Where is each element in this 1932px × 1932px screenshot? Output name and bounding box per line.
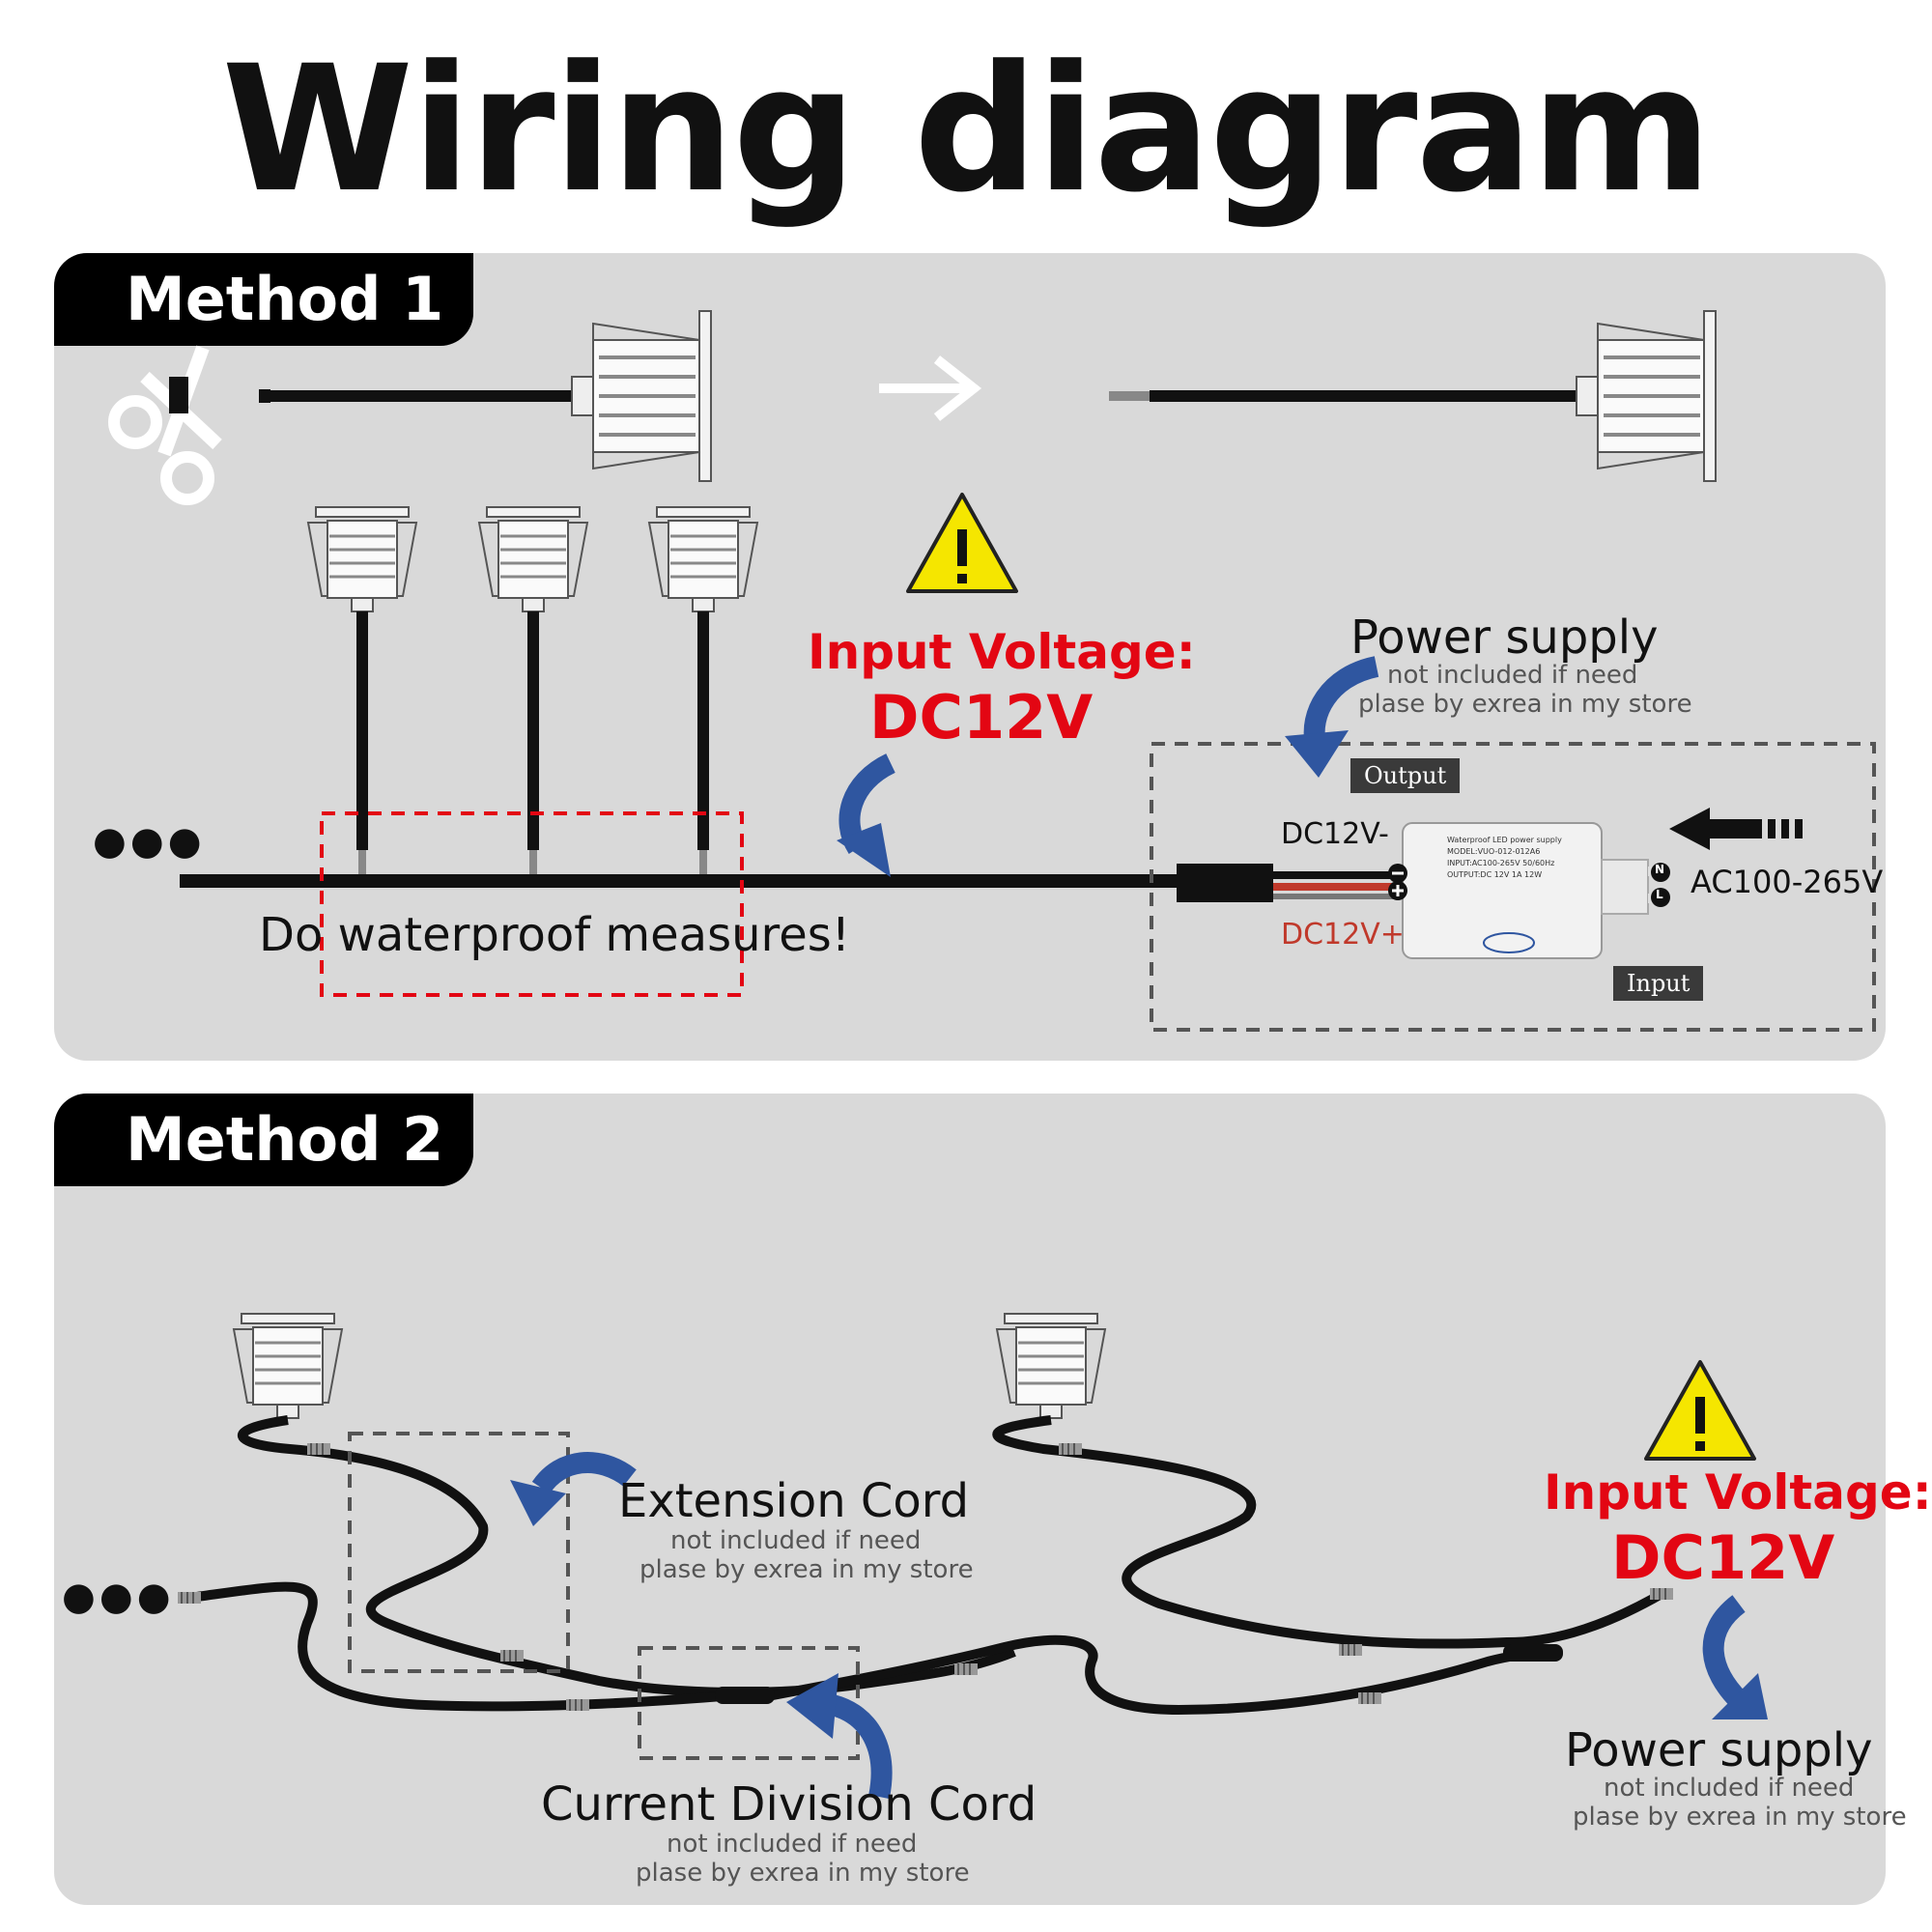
- curved-arrow-icon: [510, 1452, 637, 1526]
- division-note: not included if need: [667, 1830, 918, 1859]
- splitter: [715, 1687, 775, 1704]
- input-tag: Input: [1613, 966, 1704, 1001]
- power-supply-note: not included if need: [1604, 1774, 1855, 1803]
- output-tag: Output: [1350, 758, 1461, 793]
- n-terminal-icon: [1651, 863, 1670, 882]
- extension-note: not included if need: [670, 1526, 922, 1555]
- l-label: L: [1656, 888, 1663, 901]
- input-voltage-label: Input Voltage:: [808, 624, 1196, 680]
- lamp-left-m2: [232, 1312, 344, 1420]
- extension-title: Extension Cord: [618, 1474, 970, 1528]
- extension-note: plase by exrea in my store: [639, 1555, 974, 1584]
- division-note: plase by exrea in my store: [636, 1859, 970, 1888]
- dc-plus-label: DC12V+: [1281, 918, 1405, 952]
- power-supply-note: plase by exrea in my store: [1573, 1803, 1907, 1832]
- left-arrow-icon: [1669, 808, 1803, 850]
- input-voltage-value: DC12V: [869, 682, 1094, 753]
- method-2-panel: [54, 1094, 1886, 1905]
- curved-arrow-icon: [1285, 656, 1379, 778]
- page-title: Wiring diagram: [221, 29, 1712, 231]
- warning-icon: [1644, 1360, 1756, 1461]
- division-title: Current Division Cord: [541, 1777, 1037, 1832]
- input-voltage-value: DC12V: [1611, 1522, 1835, 1593]
- scissors-icon: [108, 345, 222, 505]
- curved-arrow-icon: [786, 1673, 893, 1800]
- dc-connector: [1177, 864, 1273, 902]
- ellipsis: ●●●: [62, 1575, 175, 1619]
- ac-label: AC100-265V: [1690, 864, 1884, 900]
- l-terminal-icon: [1651, 888, 1670, 907]
- ellipsis: ●●●: [93, 819, 206, 864]
- power-supply-note: plase by exrea in my store: [1358, 690, 1692, 719]
- power-supply-title: Power supply: [1350, 611, 1659, 665]
- power-supply-title: Power supply: [1565, 1723, 1873, 1777]
- curved-arrow-icon: [1702, 1595, 1768, 1719]
- lamp-after-cut: [1109, 309, 1718, 483]
- waterproof-label: Do waterproof measures!: [259, 908, 850, 962]
- power-supply-zone: [1150, 742, 1876, 1032]
- right-arrow-icon: [879, 355, 982, 421]
- n-label: N: [1655, 863, 1665, 876]
- lamp-2: [477, 505, 589, 877]
- waterproof-zone: [320, 811, 744, 997]
- power-supply-note: not included if need: [1387, 661, 1638, 690]
- lamp-3: [647, 505, 759, 877]
- lamp-1: [306, 505, 418, 877]
- method-1-tab: Method 1: [54, 253, 473, 346]
- method-2-tab: Method 2: [54, 1094, 473, 1186]
- power-supply-unit: [1388, 822, 1662, 959]
- warning-icon: [906, 493, 1018, 593]
- lamp-right-m2: [995, 1312, 1107, 1420]
- dc-minus-label: DC12V-: [1281, 817, 1389, 851]
- input-voltage-label: Input Voltage:: [1544, 1464, 1932, 1520]
- splitter: [1503, 1644, 1563, 1662]
- lamp-before-cut: [259, 309, 713, 483]
- curved-arrow-icon: [837, 753, 896, 877]
- extension-zone: [348, 1432, 570, 1673]
